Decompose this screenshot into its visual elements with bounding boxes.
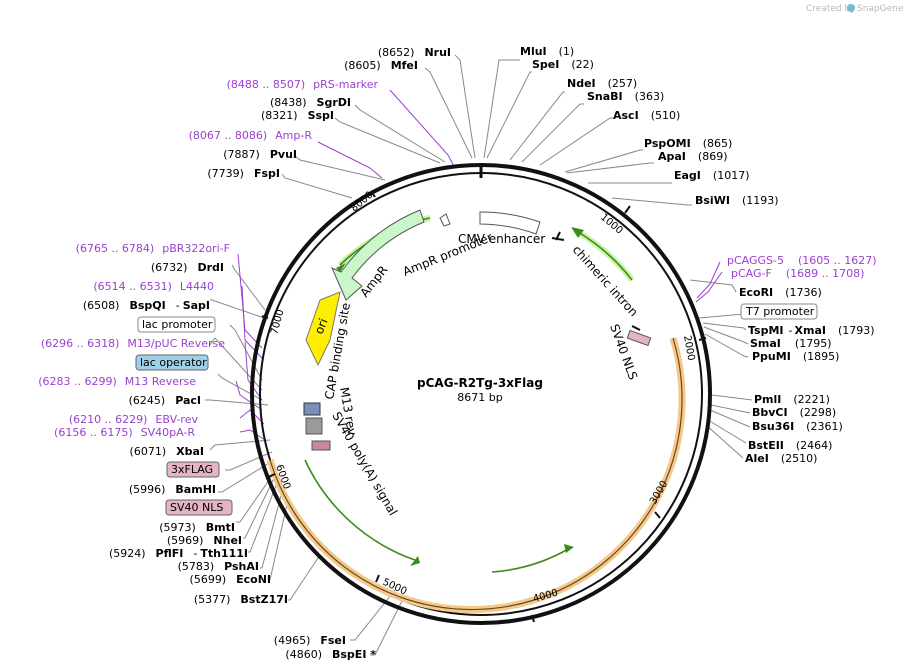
leader-lines xyxy=(205,54,753,656)
site-bmti: (5973)BmtI xyxy=(159,521,235,534)
sv40-nls-box xyxy=(165,499,233,516)
flag-label: 3xFLAG xyxy=(171,463,213,476)
site-asci: AscI(510) xyxy=(613,109,680,122)
site-fspi: (7739)FspI xyxy=(207,167,280,180)
lac-promoter-box xyxy=(137,316,216,333)
snapgene-logo-icon xyxy=(847,4,855,12)
site-mfei: (8605)MfeI xyxy=(344,59,418,72)
t7-promoter-label: T7 promoter xyxy=(745,305,815,318)
site-paci: (6245)PacI xyxy=(129,394,201,407)
site-ndei: NdeI(257) xyxy=(567,77,637,90)
site-ppumi: PpuMI(1895) xyxy=(752,350,839,363)
site-nrui: (8652)NruI xyxy=(378,46,451,59)
primer-m13-puc-reverse: (6296 .. 6318)M13/pUC Reverse xyxy=(41,337,225,350)
site-alei: AleI(2510) xyxy=(745,452,817,465)
lac-operator-label: lac operator xyxy=(140,356,207,369)
site-pspomi: PspOMI(865) xyxy=(644,137,732,150)
site-fsei: (4965)FseI xyxy=(274,634,346,647)
site-pshai: (5783)PshAI xyxy=(178,560,259,573)
flag-marker xyxy=(311,440,331,451)
site-drdi: (6732)DrdI xyxy=(151,261,224,274)
site-pvui: (7887)PvuI xyxy=(223,148,297,161)
primer-ebv-rev: (6210 .. 6229)EBV-rev xyxy=(69,413,199,426)
orf-green-arrow-1 xyxy=(304,459,416,561)
orf-arc-edge xyxy=(269,337,683,611)
tick-marks xyxy=(261,190,707,623)
cmv-enhancer-label: CMV enhancer xyxy=(458,232,545,246)
site-sspi: (8321)SspI xyxy=(261,109,334,122)
plasmid-name: pCAG-R2Tg-3xFlag xyxy=(417,376,543,390)
intron-arrow xyxy=(577,231,633,281)
gray-marker xyxy=(305,417,323,435)
plasmid-length: 8671 bp xyxy=(457,391,502,404)
sv40-nls-box-label: SV40 NLS xyxy=(170,501,223,514)
ampr-promoter-feature xyxy=(439,213,451,227)
site-bbvci: BbvCI(2298) xyxy=(752,406,836,419)
primer-l4440: (6514 .. 6531)L4440 xyxy=(93,280,214,293)
primer-prs-marker: (8488 .. 8507)pRS-marker xyxy=(227,78,379,91)
site-bsteii: BstEII(2464) xyxy=(748,439,832,452)
site-xbai: (6071)XbaI xyxy=(130,445,204,458)
ampr-promoter-label: AmpR promoter xyxy=(401,230,495,279)
site-pmli: PmlI(2221) xyxy=(754,393,830,406)
site-bspqi-sapi: (6508)BspQI-SapI xyxy=(83,299,210,312)
orf-green-arrow-2 xyxy=(491,547,571,573)
primer-pcaggs-5: pCAGGS-5(1605 .. 1627) xyxy=(727,254,877,267)
site-snabi: SnaBI(363) xyxy=(587,90,664,103)
site-pflfi-tth111i: (5924)PflFI-Tth111I xyxy=(109,547,248,560)
site-bspei: (4860)BspEI * xyxy=(285,648,376,661)
sv40-nls-marker xyxy=(626,329,652,347)
ampr-feature xyxy=(331,209,425,301)
ori-label: ori xyxy=(312,316,331,336)
primer-pbr322ori-f: (6765 .. 6784)pBR322ori-F xyxy=(76,242,230,255)
site-smai: SmaI(1795) xyxy=(750,337,831,350)
site-bsiwi: BsiWI(1193) xyxy=(695,194,779,207)
cmv-enhancer-feature xyxy=(479,211,541,235)
primer-amp-r: (8067 .. 8086)Amp-R xyxy=(189,129,313,142)
lac-operator-box xyxy=(135,354,209,371)
sv40-nls-inner-label: SV40 NLS xyxy=(607,322,640,381)
site-eagi: EagI(1017) xyxy=(674,169,749,182)
tick-3000: 3000 xyxy=(648,479,670,507)
t7-promoter-box xyxy=(740,303,818,320)
tick-2000: 2000 xyxy=(681,335,696,362)
flag-box xyxy=(166,461,220,478)
site-bstz17i: (5377)BstZ17I xyxy=(194,593,288,606)
primer-sv40pa-r: (6156 .. 6175)SV40pA-R xyxy=(54,426,195,439)
site-bamhi: (5996)BamHI xyxy=(129,483,216,496)
site-econi: (5699)EcoNI xyxy=(190,573,271,586)
site-tspmi-xmai: TspMI-XmaI(1793) xyxy=(748,324,875,337)
site-ecori: EcoRI(1736) xyxy=(739,286,822,299)
lac-marker xyxy=(303,402,321,416)
site-spei: SpeI(22) xyxy=(532,58,594,71)
site-bsu36i: Bsu36I(2361) xyxy=(752,420,843,433)
site-apai: ApaI(869) xyxy=(658,150,728,163)
sv40-polya-label: SV40 poly(A) signal xyxy=(329,410,400,518)
primer-pcag-f: pCAG-F(1689 .. 1708) xyxy=(731,267,864,280)
brand-prefix: Created by xyxy=(806,4,856,14)
ori-feature xyxy=(305,291,341,367)
site-nhei: (5969)NheI xyxy=(167,534,242,547)
tick-7000: 7000 xyxy=(269,308,286,335)
primer-m13-reverse: (6283 .. 6299)M13 Reverse xyxy=(38,375,196,388)
brand-name: SnapGene xyxy=(857,4,903,14)
lac-promoter-label: lac promoter xyxy=(142,318,213,331)
site-mlui: MluI(1) xyxy=(520,45,574,58)
site-sgrdi: (8438)SgrDI xyxy=(270,96,351,109)
ampr-label: AmpR xyxy=(357,263,390,300)
